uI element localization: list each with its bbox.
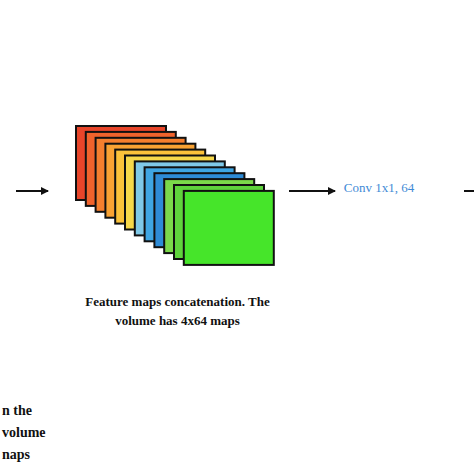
flow-arrow (289, 190, 335, 192)
outgoing-arrow-stub (464, 190, 474, 192)
operation-text: Conv 1x1, 64 (340, 178, 418, 197)
feature-map-stack: Feature maps concatenation. The volume h… (70, 120, 285, 336)
feature-maps-illustration (70, 120, 285, 280)
incoming-arrow (16, 190, 48, 192)
stack-caption: Feature maps concatenation. The volume h… (80, 292, 275, 330)
cropped-caption: n the volume naps (2, 400, 62, 466)
conv-operation: Conv 1x1, 64 (340, 178, 418, 197)
feature-map (184, 191, 274, 265)
